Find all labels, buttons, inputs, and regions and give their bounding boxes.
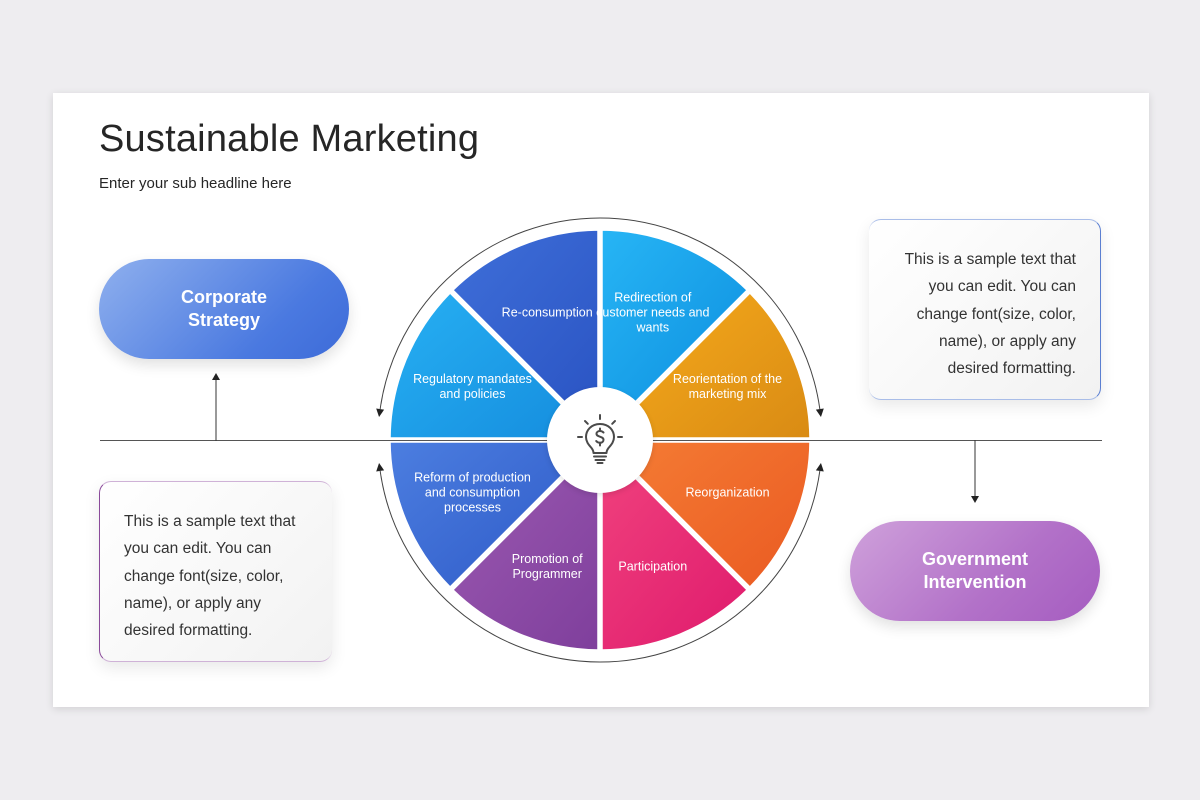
lightbulb-dollar-icon (577, 414, 623, 464)
government-intervention-pill: Government Intervention (850, 521, 1100, 621)
text-box-left: This is a sample text that you can edit.… (99, 481, 332, 662)
wheel-outer-ring (376, 217, 824, 663)
wheel-ring-arc (379, 217, 821, 410)
wheel-segment-label: Participation (618, 559, 688, 574)
ring-arrowhead (815, 462, 824, 472)
wheel-ring-arc (379, 470, 821, 663)
ring-arrowhead (376, 462, 385, 472)
wheel-segment-label: Regulatory mandates and policies (413, 372, 532, 402)
text-box-left-content: This is a sample text that you can edit.… (124, 513, 296, 640)
page-title: Sustainable Marketing (99, 118, 480, 160)
arrow-up-to-corporate (212, 373, 220, 441)
wheel-segment-label: Reorientation of the marketing mix (672, 372, 783, 402)
text-box-right: This is a sample text that you can edit.… (869, 219, 1101, 400)
arrow-down-to-government (971, 440, 979, 503)
marketing-wheel (376, 217, 824, 663)
wheel-segment-label: Promotion of Programmer (511, 552, 583, 582)
wheel-segments (389, 229, 811, 651)
government-intervention-label: Government Intervention (921, 549, 1029, 592)
wheel-segment-label: Reorganization (685, 485, 770, 500)
center-disc (547, 387, 653, 493)
ring-arrowhead (815, 408, 824, 418)
wheel-segment-label: Reform of production and consumption pro… (414, 470, 531, 515)
corporate-strategy-pill: Corporate Strategy (99, 259, 349, 359)
slide: Sustainable Marketing Enter your sub hea… (53, 93, 1149, 707)
ring-arrowhead (376, 408, 385, 418)
text-box-right-content: This is a sample text that you can edit.… (904, 251, 1076, 378)
wheel-segment-label: Re-consumption (501, 305, 593, 319)
wheel-segment-label: Redirection of customer needs and wants (596, 290, 710, 334)
corporate-strategy-label: Corporate Strategy (180, 287, 267, 330)
page-subtitle: Enter your sub headline here (99, 175, 292, 192)
